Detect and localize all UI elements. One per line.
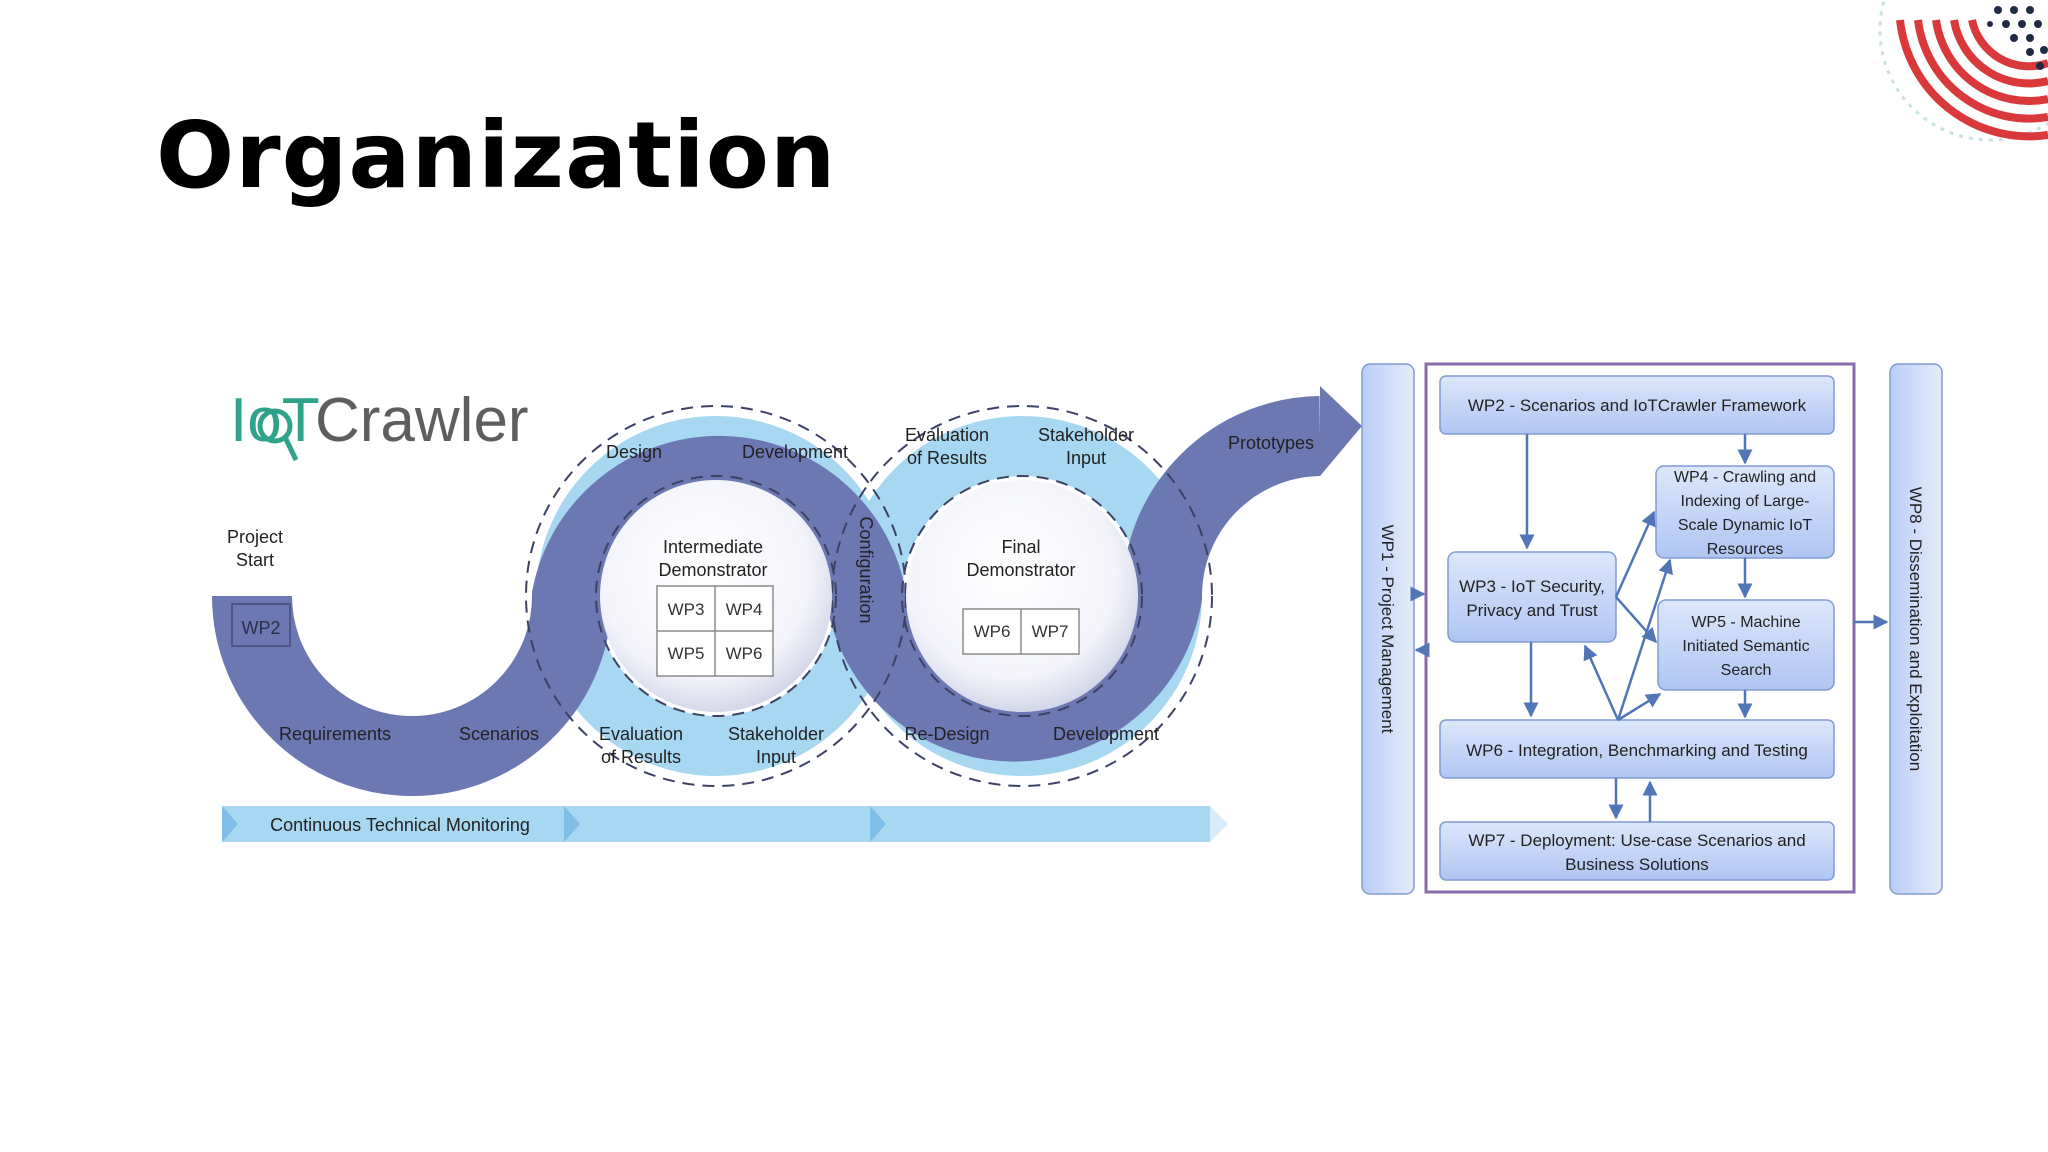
wp3-label-1: WP3 - IoT Security, [1459,577,1605,596]
wp7-label-2: Business Solutions [1565,855,1709,874]
iotcrawler-logo: IoT Crawler [230,386,529,462]
intermediate-cell: WP3 [668,600,705,619]
wp5-label-3: Search [1721,662,1772,679]
wp8-box [1889,363,1943,895]
work-package-structure: WP1 - Project Management WP8 - Dissemina… [1361,362,1943,895]
wp6-box [1439,719,1835,779]
wp4-label-1: WP4 - Crawling and [1674,469,1816,486]
eval-top-label-1: Evaluation [905,425,989,445]
wp3-box [1447,551,1617,643]
final-wp-grid: WP6 WP7 [962,608,1080,655]
wp5-label-2: Initiated Semantic [1682,638,1809,655]
eval-bottom-label-2: of Results [601,747,681,767]
corner-decoration [1878,0,2048,142]
intermediate-cell: WP5 [668,644,705,663]
configuration-label: Configuration [856,516,876,623]
dependency-arrows [1410,434,1889,822]
continuous-monitoring-bar: Continuous Technical Monitoring [222,806,1228,842]
final-cell: WP6 [974,622,1011,641]
development-label-1: Development [742,442,848,462]
logo-iot-text: IoT [230,386,320,455]
final-cell: WP7 [1032,622,1069,641]
stakeholder-bottom-label-1: Stakeholder [728,724,824,744]
wp4-label-2: Indexing of Large- [1681,493,1810,510]
wp5-label-1: WP5 - Machine [1691,614,1800,631]
cycle-wp2-box [231,603,291,647]
stakeholder-top-label-1: Stakeholder [1038,425,1134,445]
project-start-label-1: Project [227,527,283,547]
wp8-label: WP8 - Dissemination and Exploitation [1906,487,1925,771]
project-start-label-2: Start [236,550,274,570]
wp7-box [1439,821,1835,881]
development-label-2: Development [1053,724,1159,744]
wp4-label-4: Resources [1707,541,1783,558]
wp1-box [1361,363,1415,895]
intermediate-cell: WP6 [726,644,763,663]
monitoring-label: Continuous Technical Monitoring [270,815,530,835]
wp3-label-2: Privacy and Trust [1466,601,1598,620]
requirements-label: Requirements [279,724,391,744]
eval-bottom-label-1: Evaluation [599,724,683,744]
final-title-1: Final [1001,537,1040,557]
wp4-label-3: Scale Dynamic IoT [1678,517,1812,534]
development-cycle-diagram: WP2 Project Start Requirements Scenarios… [212,386,1362,842]
eval-top-label-2: of Results [907,448,987,468]
wp1-label: WP1 - Project Management [1378,525,1397,734]
intermediate-cell: WP4 [726,600,763,619]
wp2-box [1439,375,1835,435]
prototypes-label: Prototypes [1228,433,1314,453]
stakeholder-bottom-label-2: Input [756,747,796,767]
intermediate-title-2: Demonstrator [658,560,767,580]
intermediate-title-1: Intermediate [663,537,763,557]
design-label: Design [606,442,662,462]
stakeholder-top-label-2: Input [1066,448,1106,468]
wp7-label-1: WP7 - Deployment: Use-case Scenarios and [1468,831,1805,850]
wp2-label: WP2 - Scenarios and IoTCrawler Framework [1468,396,1807,415]
scenarios-label: Scenarios [459,724,539,744]
slide-title: Organization [156,102,837,209]
cycle-wp2-label: WP2 [241,618,280,638]
redesign-label: Re-Design [904,724,989,744]
magnifier-icon [257,408,293,444]
final-title-2: Demonstrator [966,560,1075,580]
intermediate-wp-grid: WP3 WP4 WP5 WP6 [656,585,774,677]
logo-crawler-text: Crawler [315,386,529,455]
wp-frame [1424,362,1856,894]
wp6-label: WP6 - Integration, Benchmarking and Test… [1466,741,1808,760]
